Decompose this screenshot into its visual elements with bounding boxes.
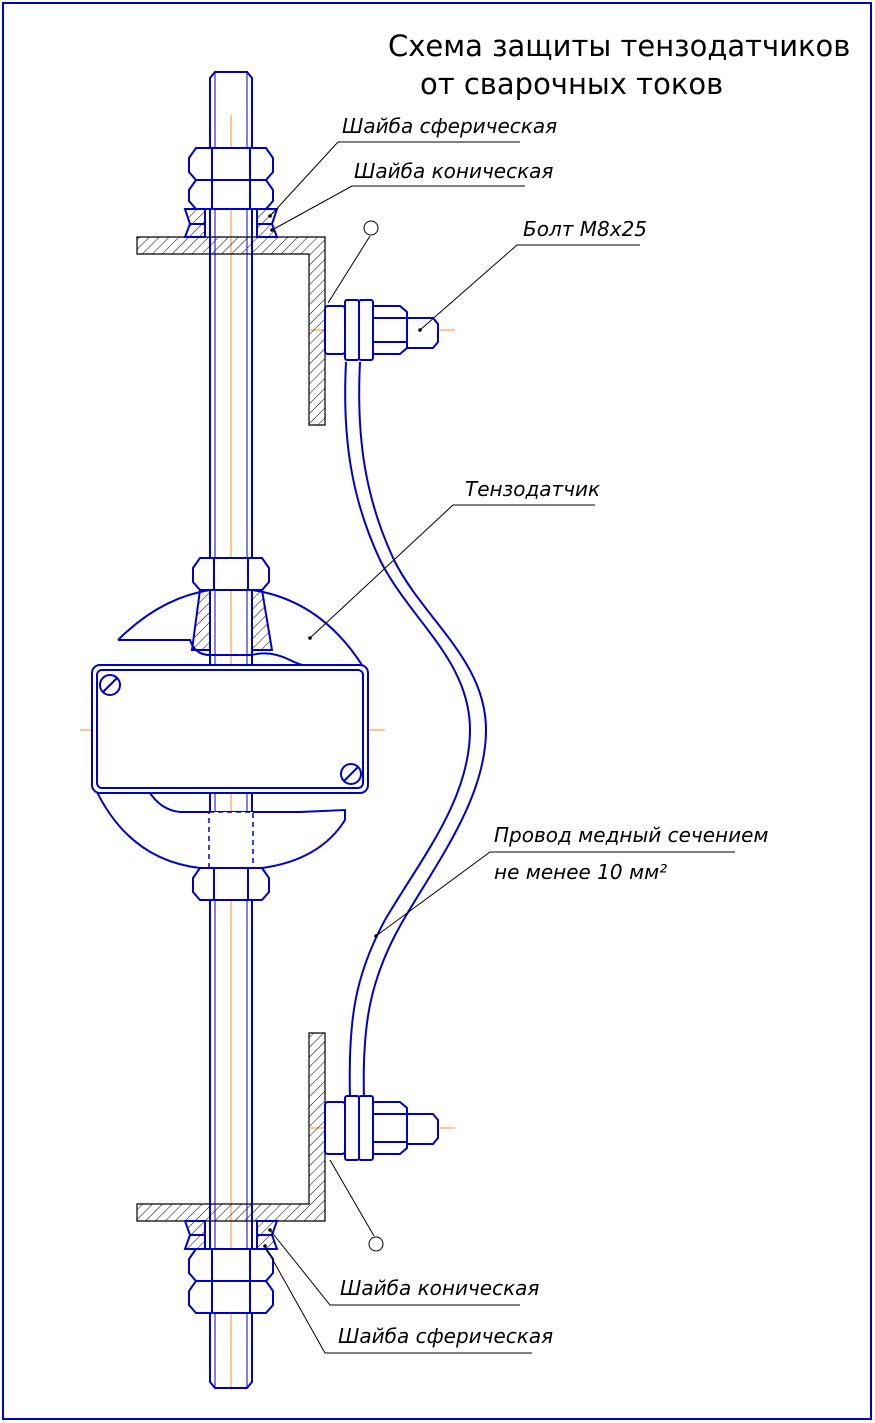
label-washer-spherical-bottom: Шайба сферическая: [338, 1324, 553, 1348]
sensor-top-nut: [192, 557, 270, 591]
bottom-ground-marker-icon: [368, 1236, 384, 1252]
label-washer-conical-bottom: Шайба коническая: [340, 1276, 539, 1300]
top-angle-bracket: [136, 236, 326, 426]
leader-dots: [263, 214, 422, 1248]
top-nut-upper: [188, 147, 274, 181]
label-wire-line2: не менее 10 мм²: [494, 860, 667, 884]
sensor-bottom-nut: [192, 867, 270, 901]
bottom-nut-lower: [188, 1280, 274, 1314]
label-washer-conical-top: Шайба коническая: [354, 159, 553, 183]
top-bolt-assembly: [324, 299, 439, 361]
copper-wire: [344, 361, 488, 1099]
top-nut-lower: [188, 179, 274, 210]
label-bolt: Болт М8х25: [523, 217, 647, 241]
label-washer-spherical-top: Шайба сферическая: [342, 114, 557, 138]
bottom-bolt-assembly: [324, 1095, 439, 1161]
sensor-bottom-hidden-thread: [208, 811, 254, 869]
diagram-title-line2: от сварочных токов: [420, 67, 723, 101]
bottom-conical-washer: [183, 1220, 279, 1236]
bottom-angle-bracket: [136, 1032, 326, 1222]
sensor-top-bushing: [190, 589, 274, 651]
bottom-nut-upper: [188, 1248, 274, 1282]
diagram-title-line1: Схема защиты тензодатчиков: [388, 29, 850, 63]
label-sensor: Тензодатчик: [465, 477, 600, 501]
label-wire-line1: Провод медный сечением: [494, 823, 769, 847]
top-ground-marker-icon: [363, 220, 379, 236]
leader-lines: [264, 141, 735, 1354]
top-conical-washer: [183, 223, 279, 238]
